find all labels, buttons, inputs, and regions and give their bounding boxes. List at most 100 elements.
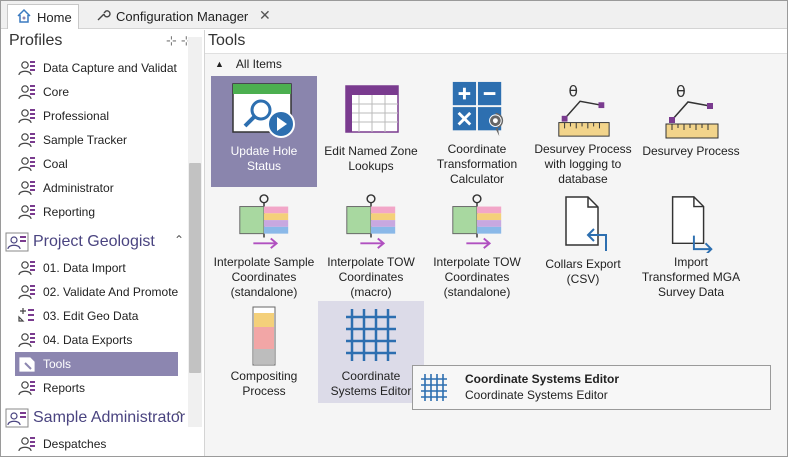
tool-update-hole-status[interactable]: Update Hole Status <box>211 76 317 187</box>
profile-item-data-exports[interactable]: 04. Data Exports <box>15 328 178 352</box>
tool-compositing-process[interactable]: Compositing Process <box>211 301 317 412</box>
item-label: Coal <box>43 157 68 171</box>
profile-icon <box>18 85 35 100</box>
item-label: Data Capture and Validat <box>43 61 177 75</box>
profile-item-despatches[interactable]: Despatches <box>15 432 178 456</box>
tool-label: Edit Named Zone Lookups <box>324 144 418 173</box>
all-items-label: All Items <box>235 57 282 71</box>
profile-icon <box>18 181 35 196</box>
tool-collars-export[interactable]: Collars Export (CSV) <box>530 189 636 300</box>
desurvey-icon: θ <box>665 82 719 139</box>
tool-interpolate-tow-macro[interactable]: Interpolate TOW Coordinates (macro) <box>318 189 424 300</box>
profiles-scrollbar-thumb[interactable] <box>189 163 201 373</box>
tool-label: Update Hole Status <box>230 144 298 173</box>
tool-coordinate-transformation-calculator[interactable]: Coordinate Transformation Calculator <box>424 76 530 187</box>
svg-text:θ: θ <box>676 82 686 101</box>
profile-item-data-import[interactable]: 01. Data Import <box>15 256 178 280</box>
chevron-up-icon[interactable]: ⌃ <box>173 409 184 423</box>
item-label: Despatches <box>43 437 107 451</box>
pin-icon[interactable]: ⊹⊹ <box>166 33 196 48</box>
profile-item-core[interactable]: Core <box>15 80 178 104</box>
item-label: 03. Edit Geo Data <box>43 309 139 323</box>
tab-bar: Home Configuration Manager ✕ <box>1 1 787 29</box>
profile-group-icon <box>5 408 29 428</box>
tooltip: Coordinate Systems Editor Coordinate Sys… <box>412 365 771 410</box>
desurvey-icon: θ <box>558 82 610 137</box>
item-label: Reports <box>43 381 86 395</box>
profile-item-validate-promote[interactable]: 02. Validate And Promote <box>15 280 178 304</box>
tab-home[interactable]: Home <box>7 4 79 29</box>
tab-home-label: Home <box>37 9 72 25</box>
grid-icon <box>421 374 447 401</box>
profile-item-reports[interactable]: Reports <box>15 376 178 400</box>
tooltip-title: Coordinate Systems Editor <box>465 372 620 386</box>
item-label: Reporting <box>43 205 96 219</box>
tool-label: Interpolate TOW Coordinates (standalone) <box>433 255 521 299</box>
tool-label: Coordinate Systems Editor <box>330 369 412 398</box>
tool-label: Coordinate Transformation Calculator <box>436 142 518 186</box>
tool-desurvey-process-logging[interactable]: θ Desurvey Process with logging to datab… <box>530 76 636 187</box>
profile-icon <box>18 381 35 396</box>
tools-title: Tools <box>208 32 246 49</box>
tool-label: Desurvey Process with logging to databas… <box>534 142 632 186</box>
import-document-icon <box>671 196 713 253</box>
profile-item-data-capture[interactable]: Data Capture and Validat <box>15 56 178 80</box>
compositing-icon <box>252 306 276 366</box>
panel-divider[interactable] <box>204 30 205 456</box>
tool-label: Compositing Process <box>230 369 298 398</box>
tool-coordinate-systems-editor[interactable]: Coordinate Systems Editor <box>318 301 424 403</box>
grid-icon <box>346 309 396 361</box>
tool-interpolate-sample-coordinates[interactable]: Interpolate Sample Coordinates (standalo… <box>211 189 317 300</box>
item-label: 02. Validate And Promote <box>43 285 178 299</box>
tool-import-transformed-mga[interactable]: Import Transformed MGA Survey Data <box>638 189 744 300</box>
profile-item-sample-tracker[interactable]: Sample Tracker <box>15 128 178 152</box>
profile-group-sample-administrator[interactable]: Sample Administrator⌃ <box>5 405 188 431</box>
svg-text:θ: θ <box>568 82 577 100</box>
profile-item-administrator[interactable]: Administrator <box>15 176 178 200</box>
tool-label: Import Transformed MGA Survey Data <box>641 255 741 299</box>
profile-icon <box>18 437 35 452</box>
item-label: Tools <box>43 357 72 371</box>
interpolate-icon <box>346 194 396 249</box>
interpolate-icon <box>452 194 502 249</box>
item-label: Core <box>43 85 70 99</box>
tool-label: Interpolate Sample Coordinates (standalo… <box>213 255 315 299</box>
chevron-up-icon[interactable]: ⌃ <box>173 233 184 247</box>
all-items-section[interactable]: ▲ All Items <box>215 57 282 71</box>
tab-configuration-manager[interactable]: Configuration Manager ✕ <box>91 4 281 29</box>
edit-data-icon <box>18 308 34 322</box>
collapse-triangle-icon[interactable]: ▲ <box>215 59 224 69</box>
tools-icon <box>19 357 35 372</box>
calculator-icon <box>452 81 504 137</box>
tool-edit-named-zone-lookups[interactable]: Edit Named Zone Lookups <box>318 76 424 187</box>
tool-interpolate-tow-standalone[interactable]: Interpolate TOW Coordinates (standalone) <box>424 189 530 300</box>
profile-group-icon <box>5 232 29 252</box>
profile-item-tools[interactable]: Tools <box>15 352 178 376</box>
close-icon[interactable]: ✕ <box>259 7 271 23</box>
item-label: 01. Data Import <box>43 261 126 275</box>
item-label: Professional <box>43 109 110 123</box>
item-label: 04. Data Exports <box>43 333 133 347</box>
table-grid-icon <box>345 85 399 133</box>
group-label: Project Geologist <box>33 233 155 250</box>
item-label: Sample Tracker <box>43 133 128 147</box>
profile-group-project-geologist[interactable]: Project Geologist ⌃ <box>5 229 188 255</box>
group-label: Sample Administrator <box>33 409 186 426</box>
profile-icon <box>18 285 35 300</box>
tooltip-description: Coordinate Systems Editor <box>465 388 608 402</box>
profile-item-reporting[interactable]: Reporting <box>15 200 178 224</box>
tab-configuration-manager-label: Configuration Manager <box>116 9 249 24</box>
profile-icon <box>18 261 35 276</box>
profile-item-edit-geo-data[interactable]: 03. Edit Geo Data <box>15 304 178 328</box>
profile-item-professional[interactable]: Professional <box>15 104 178 128</box>
profile-icon <box>18 157 35 172</box>
tool-label: Collars Export (CSV) <box>545 257 621 286</box>
home-icon <box>16 8 32 27</box>
tool-label: Desurvey Process <box>642 144 740 158</box>
profile-item-coal[interactable]: Coal <box>15 152 178 176</box>
tool-desurvey-process[interactable]: θ Desurvey Process <box>638 76 744 187</box>
export-document-icon <box>565 196 607 251</box>
item-label: Administrator <box>43 181 114 195</box>
profile-icon <box>18 333 35 348</box>
wrench-icon <box>95 7 111 26</box>
